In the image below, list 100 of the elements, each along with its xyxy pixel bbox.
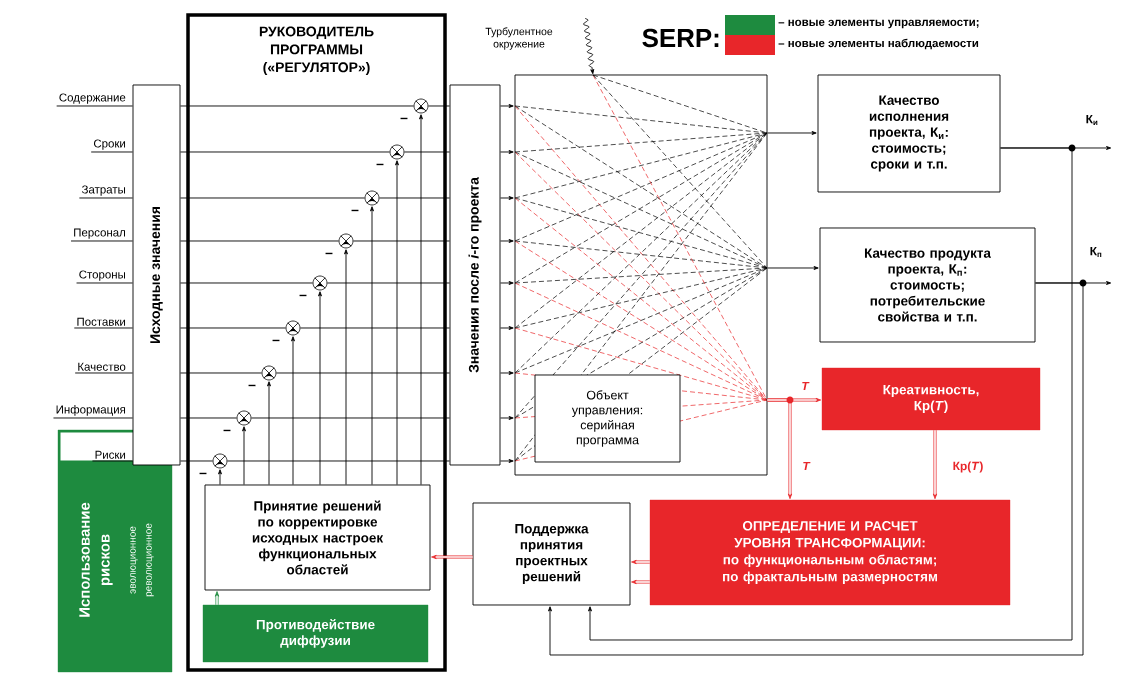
arrow (588, 147, 1073, 641)
quality-box: Качество исполнения проекта, К$_{и}$: стоимость; сроки и т.п. (817, 74, 1001, 193)
arrow (548, 282, 1084, 656)
connector-line (427, 105, 450, 107)
arrow (344, 249, 348, 485)
connector-line (250, 417, 450, 419)
input-label: Стороны (79, 270, 125, 281)
input-label: Затраты (81, 185, 125, 196)
creativity-box: Креативность, Кр(T) (821, 367, 1041, 431)
edge-label: T (799, 380, 811, 392)
arrow (218, 469, 222, 485)
connector-line (76, 282, 133, 284)
arrow (767, 266, 819, 270)
connector-line (90, 151, 133, 153)
input-label: Качество (78, 362, 126, 371)
quality-box: Качество продукта проекта, К$_{п}$: стоимость; потребительские свойства и т.п. (819, 227, 1036, 343)
arrow (500, 326, 514, 330)
support-box: Поддержка принятия проектных решений (472, 502, 631, 606)
arrow (500, 281, 514, 285)
connector-line (180, 372, 263, 374)
connector-line (180, 151, 391, 153)
connector-line (352, 240, 450, 242)
arrow (500, 239, 514, 243)
connector-line (180, 240, 340, 242)
summing-junction (312, 275, 328, 291)
arrow (291, 336, 295, 485)
summing-junction (338, 233, 354, 249)
connector-line (74, 372, 133, 374)
minus-sign: – (400, 117, 408, 120)
edge-label: К$_{и}$ (1084, 113, 1100, 127)
legend-text: – новые элементы управляемости; (778, 19, 979, 29)
connector-line (403, 151, 450, 153)
input-label: Поставки (77, 317, 125, 326)
summing-junction (413, 98, 429, 114)
arrow (583, 17, 595, 75)
connector-line (275, 372, 450, 374)
minus-sign: – (325, 252, 333, 255)
edge-label: Кр(T) (951, 459, 985, 475)
arrow (500, 196, 514, 200)
arrow (214, 591, 220, 606)
connector-line (180, 105, 415, 107)
edge-label: T (800, 460, 812, 472)
arrow (932, 429, 938, 500)
minus-sign: – (199, 472, 207, 475)
minus-sign: – (351, 209, 359, 212)
input-label: Персонал (74, 228, 125, 239)
arrow (500, 371, 514, 375)
summing-junction (389, 144, 405, 160)
arrow (631, 559, 651, 565)
connector-line (180, 327, 287, 329)
arrow (766, 398, 793, 500)
summing-junction (285, 320, 301, 336)
summing-junction (236, 410, 252, 426)
minus-sign: – (223, 429, 231, 432)
input-label: Содержание (59, 93, 126, 104)
turbulence-label: Турбулентное окружение (485, 27, 553, 50)
connector-line (326, 282, 450, 284)
arrow (767, 131, 817, 135)
connector-line (78, 197, 133, 199)
connector-line (180, 197, 366, 199)
counteraction-box: Противодействие диффузии (202, 604, 429, 663)
connector-line (378, 197, 450, 199)
arrow (419, 114, 423, 485)
connector-line (226, 460, 450, 462)
connector-line (180, 460, 214, 462)
connector-line (53, 417, 133, 419)
connector-line (56, 105, 133, 107)
minus-sign: – (299, 294, 307, 297)
summing-junction (212, 453, 228, 469)
arrow (500, 459, 514, 463)
arrow (431, 554, 474, 560)
transformation-box: ОПРЕДЕЛЕНИЕ И РАСЧЕТ УРОВНЯ ТРАНСФОРМАЦИИ: по функциональным областям; по фрактальным размерностям (649, 499, 1011, 606)
legend-text: – новые элементы наблюдаемости (778, 38, 979, 50)
legend-heading: SERP: (642, 28, 719, 48)
arrow (242, 426, 246, 485)
arrow (395, 160, 399, 485)
summing-junction (261, 365, 277, 381)
arrow (500, 416, 514, 420)
connector-line (92, 460, 133, 462)
arrow (631, 579, 651, 585)
minus-sign: – (272, 339, 280, 342)
arrow (500, 104, 514, 108)
connector-line (180, 417, 238, 419)
arrow (318, 291, 322, 485)
control-object-box: Объект управления: серийная программа (534, 374, 681, 463)
arrow (267, 381, 271, 485)
connector-line (70, 240, 133, 242)
minus-sign: – (376, 163, 384, 166)
arrow (500, 150, 514, 154)
connector-line (299, 327, 450, 329)
input-label: Риски (95, 450, 126, 459)
arrow (370, 206, 374, 485)
edge-label: К$_{п}$ (1088, 245, 1104, 259)
summing-junction (364, 190, 380, 206)
connector-line (73, 327, 133, 329)
input-label: Информация (56, 405, 125, 416)
input-label: Сроки (93, 139, 125, 150)
decision-box: Принятие решений по корректировке исходных настроек функциональных областей (204, 484, 431, 591)
minus-sign: – (248, 384, 256, 387)
connector-line (180, 282, 314, 284)
